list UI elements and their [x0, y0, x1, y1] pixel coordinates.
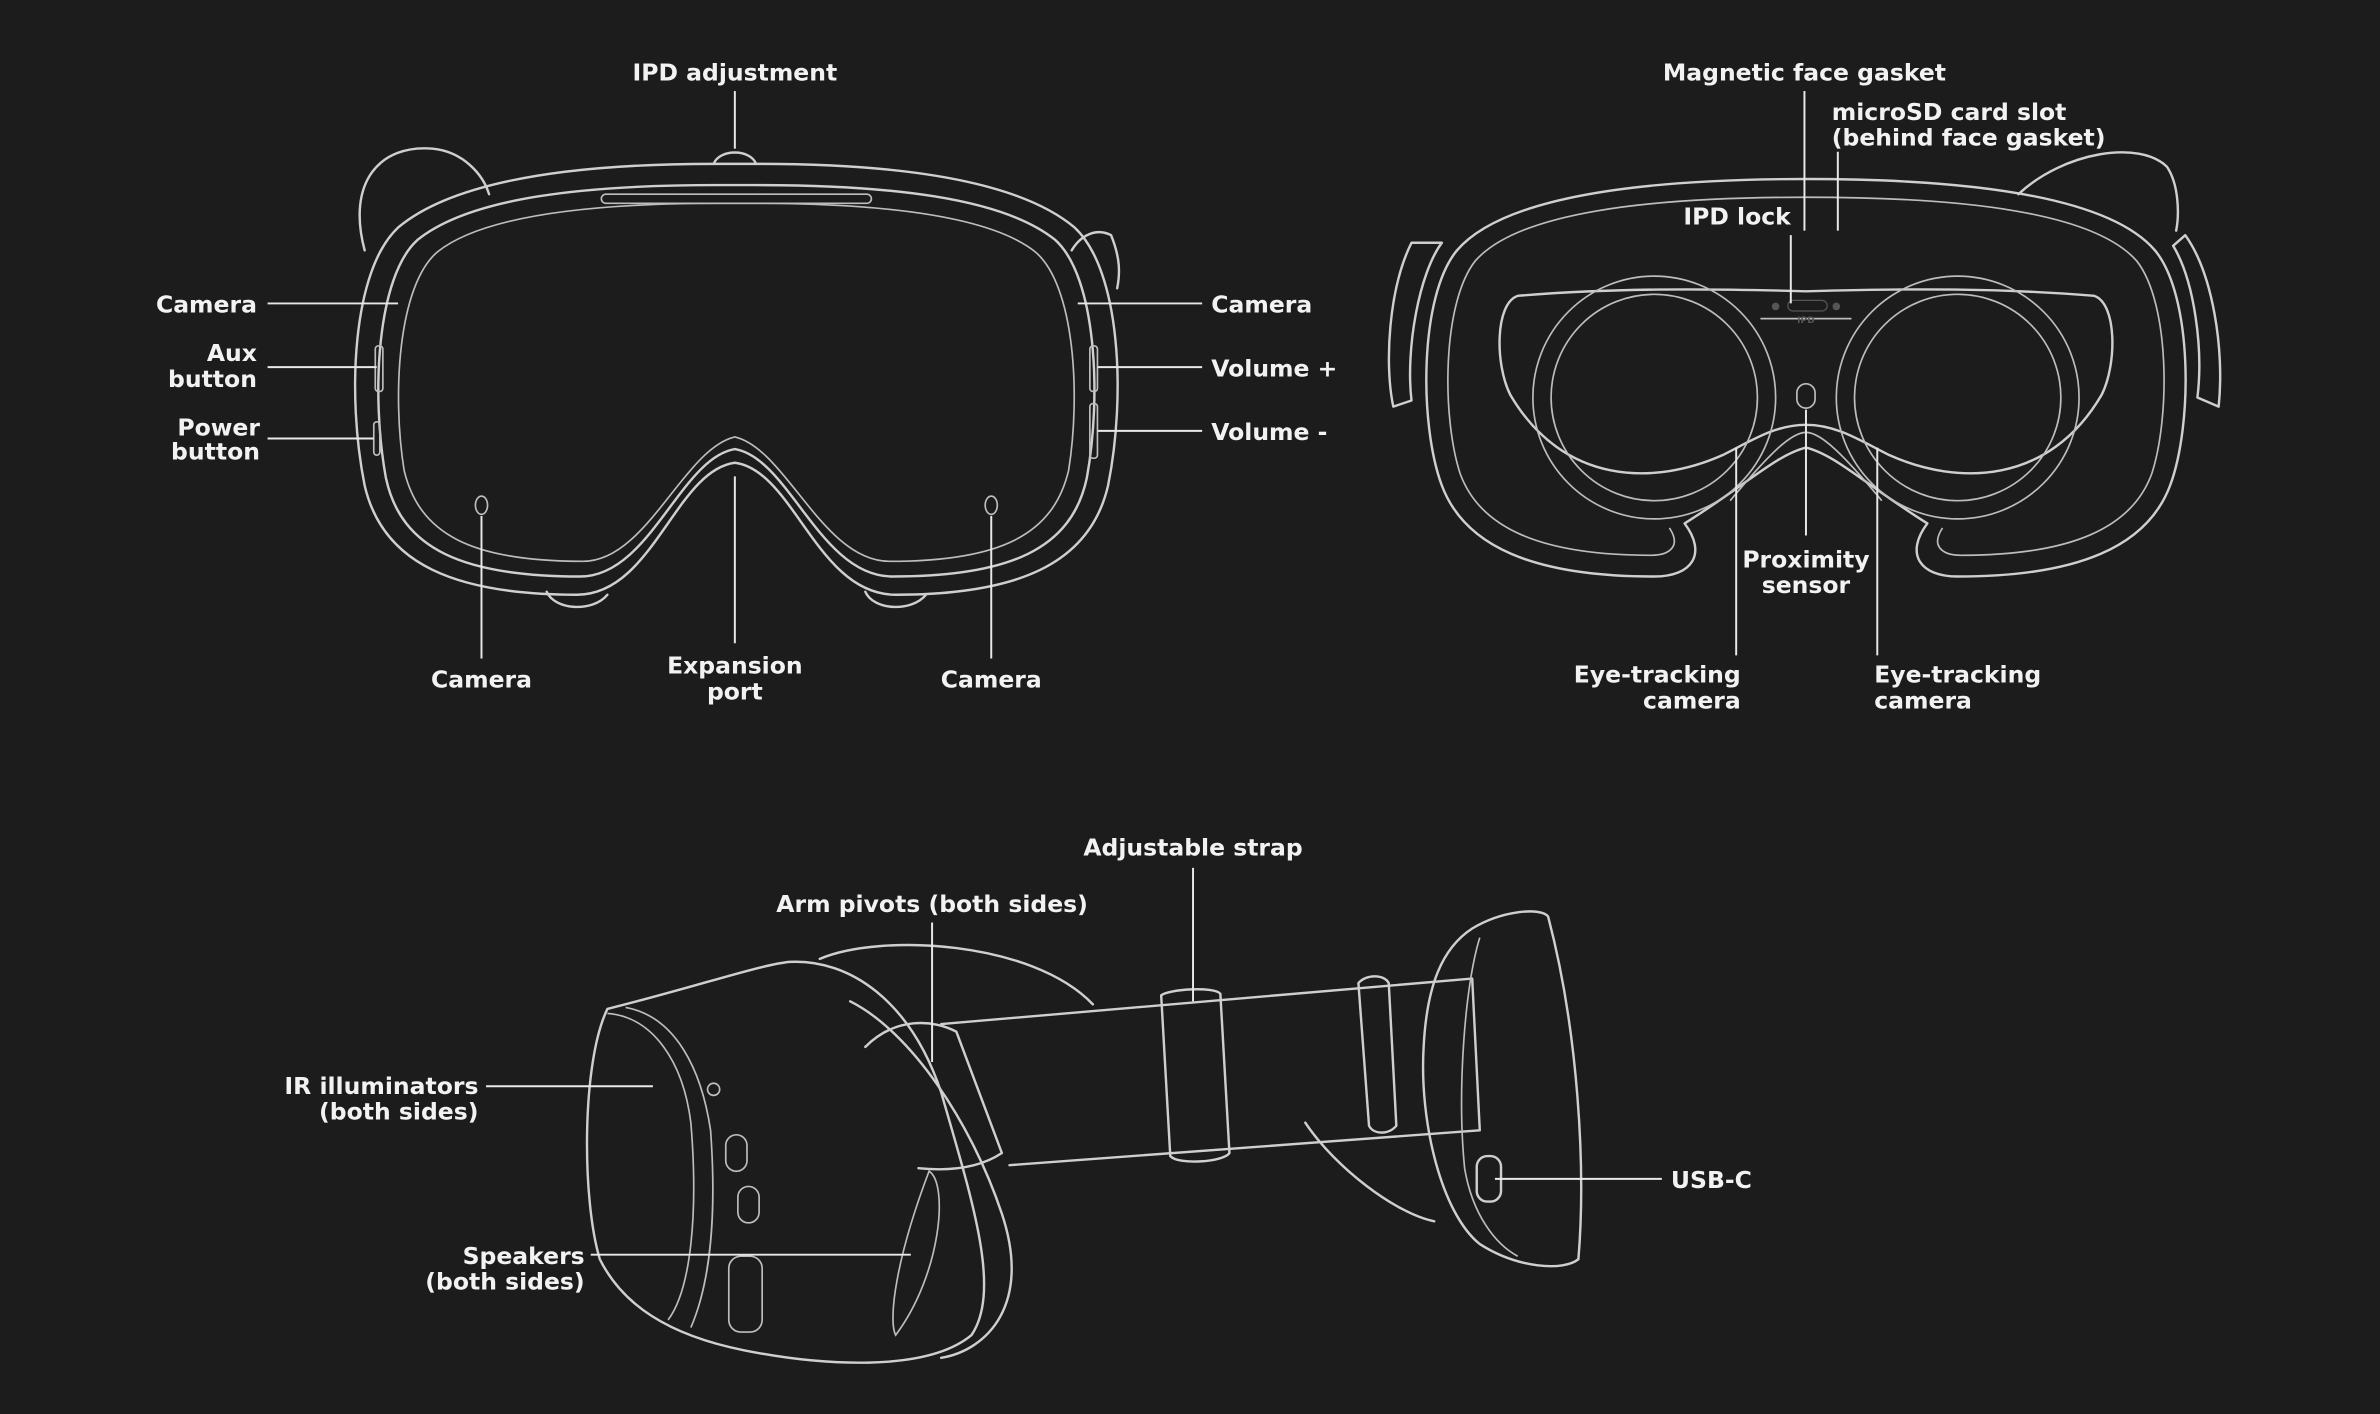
side-light-seal [848, 1000, 1013, 1360]
label-magnetic-face-gasket: Magnetic face gasket [1663, 58, 1946, 86]
side-button-minus [737, 1185, 760, 1224]
back-left-arm [1387, 241, 1444, 408]
label-microsd-line2: (behind face gasket) [1832, 124, 2106, 152]
label-ir-illuminators-line2: (both sides) [319, 1098, 478, 1126]
label-speakers-line1: Speakers [463, 1242, 585, 1270]
label-volume-up: Volume + [1211, 354, 1337, 382]
label-arm-pivots: Arm pivots (both sides) [776, 890, 1088, 918]
face-gasket [1498, 288, 2114, 475]
label-adjustable-strap: Adjustable strap [1083, 834, 1302, 862]
label-camera-bottom-right: Camera [941, 665, 1042, 693]
label-camera-left: Camera [156, 291, 257, 319]
right-foot [864, 590, 928, 609]
side-view-labels: Adjustable strap Arm pivots (both sides)… [284, 834, 1751, 1296]
front-view-labels: IPD adjustment Camera Aux button Power b… [156, 58, 1337, 705]
left-lens [1550, 293, 1759, 502]
lock-icon [1832, 302, 1841, 311]
label-ipd-adjustment: IPD adjustment [632, 58, 837, 86]
arm-pivot-band [864, 1021, 1004, 1171]
right-lens-ring [1835, 275, 2080, 520]
label-camera-bottom-left: Camera [431, 665, 532, 693]
left-arm [358, 147, 491, 252]
camera-bottom-left-icon [474, 495, 489, 516]
speaker-grille-lower [727, 1255, 763, 1333]
front-shell-inner [377, 183, 1096, 578]
label-usb-c: USB-C [1671, 1166, 1752, 1194]
back-shell-inner [1447, 196, 1806, 557]
back-view-labels: Magnetic face gasket microSD card slot (… [1574, 58, 2106, 714]
side-view-drawing [585, 910, 1583, 1364]
rear-cushion-inner [1460, 937, 1519, 1257]
label-power-button-line2: button [171, 438, 260, 466]
front-view-drawing [353, 147, 1121, 609]
label-power-button-line1: Power [177, 413, 260, 441]
label-eye-tracking-right-line2: camera [1874, 687, 1972, 715]
label-eye-tracking-left-line2: camera [1643, 687, 1741, 715]
right-lens [1853, 293, 2062, 502]
strap-buckle [1159, 988, 1231, 1163]
top-vent [600, 193, 873, 205]
side-button-plus [724, 1134, 748, 1173]
ipd-lock-switch: IPD [1771, 299, 1841, 326]
rear-strap-loop [818, 943, 1436, 1223]
unlock-icon [1771, 302, 1780, 311]
label-proximity-line1: Proximity [1742, 545, 1869, 573]
side-front-glass [607, 1012, 695, 1321]
ir-illuminator-dot [706, 1082, 721, 1097]
label-ir-illuminators-line1: IR illuminators [284, 1072, 478, 1100]
aux-button-shape [374, 345, 384, 393]
side-front-glass-edge [625, 1006, 714, 1328]
label-proximity-line2: sensor [1762, 571, 1851, 599]
left-lens-ring [1532, 275, 1777, 520]
label-aux-button-line2: button [168, 365, 257, 393]
adjustable-strap [939, 977, 1481, 1167]
camera-bottom-right-icon [984, 495, 999, 516]
label-microsd-line1: microSD card slot [1832, 98, 2067, 126]
label-ipd-lock: IPD lock [1683, 203, 1792, 231]
front-glass [397, 202, 1076, 563]
back-right-strap [2017, 151, 2180, 232]
right-arm [1070, 230, 1121, 290]
volume-up-shape [1089, 345, 1099, 393]
label-eye-tracking-left-line1: Eye-tracking [1574, 661, 1741, 689]
label-expansion-port-line2: port [707, 677, 763, 705]
label-speakers-line2: (both sides) [425, 1268, 584, 1296]
label-camera-right: Camera [1211, 291, 1312, 319]
label-volume-down: Volume - [1211, 418, 1327, 446]
speaker-grille [892, 1170, 941, 1337]
ipd-embossed-text: IPD [1797, 316, 1815, 326]
back-right-arm [2171, 233, 2222, 408]
label-eye-tracking-right-line1: Eye-tracking [1874, 661, 2041, 689]
left-foot [545, 590, 609, 609]
front-shell-outer [353, 162, 1119, 596]
strap-joint [1357, 975, 1398, 1134]
ipd-knob [712, 151, 758, 166]
back-shell-inner-right [1805, 196, 2165, 557]
label-expansion-port-line1: Expansion [667, 652, 803, 680]
rear-cushion [1421, 910, 1583, 1268]
proximity-sensor-shape [1796, 383, 1816, 409]
label-aux-button-line1: Aux [207, 339, 257, 367]
